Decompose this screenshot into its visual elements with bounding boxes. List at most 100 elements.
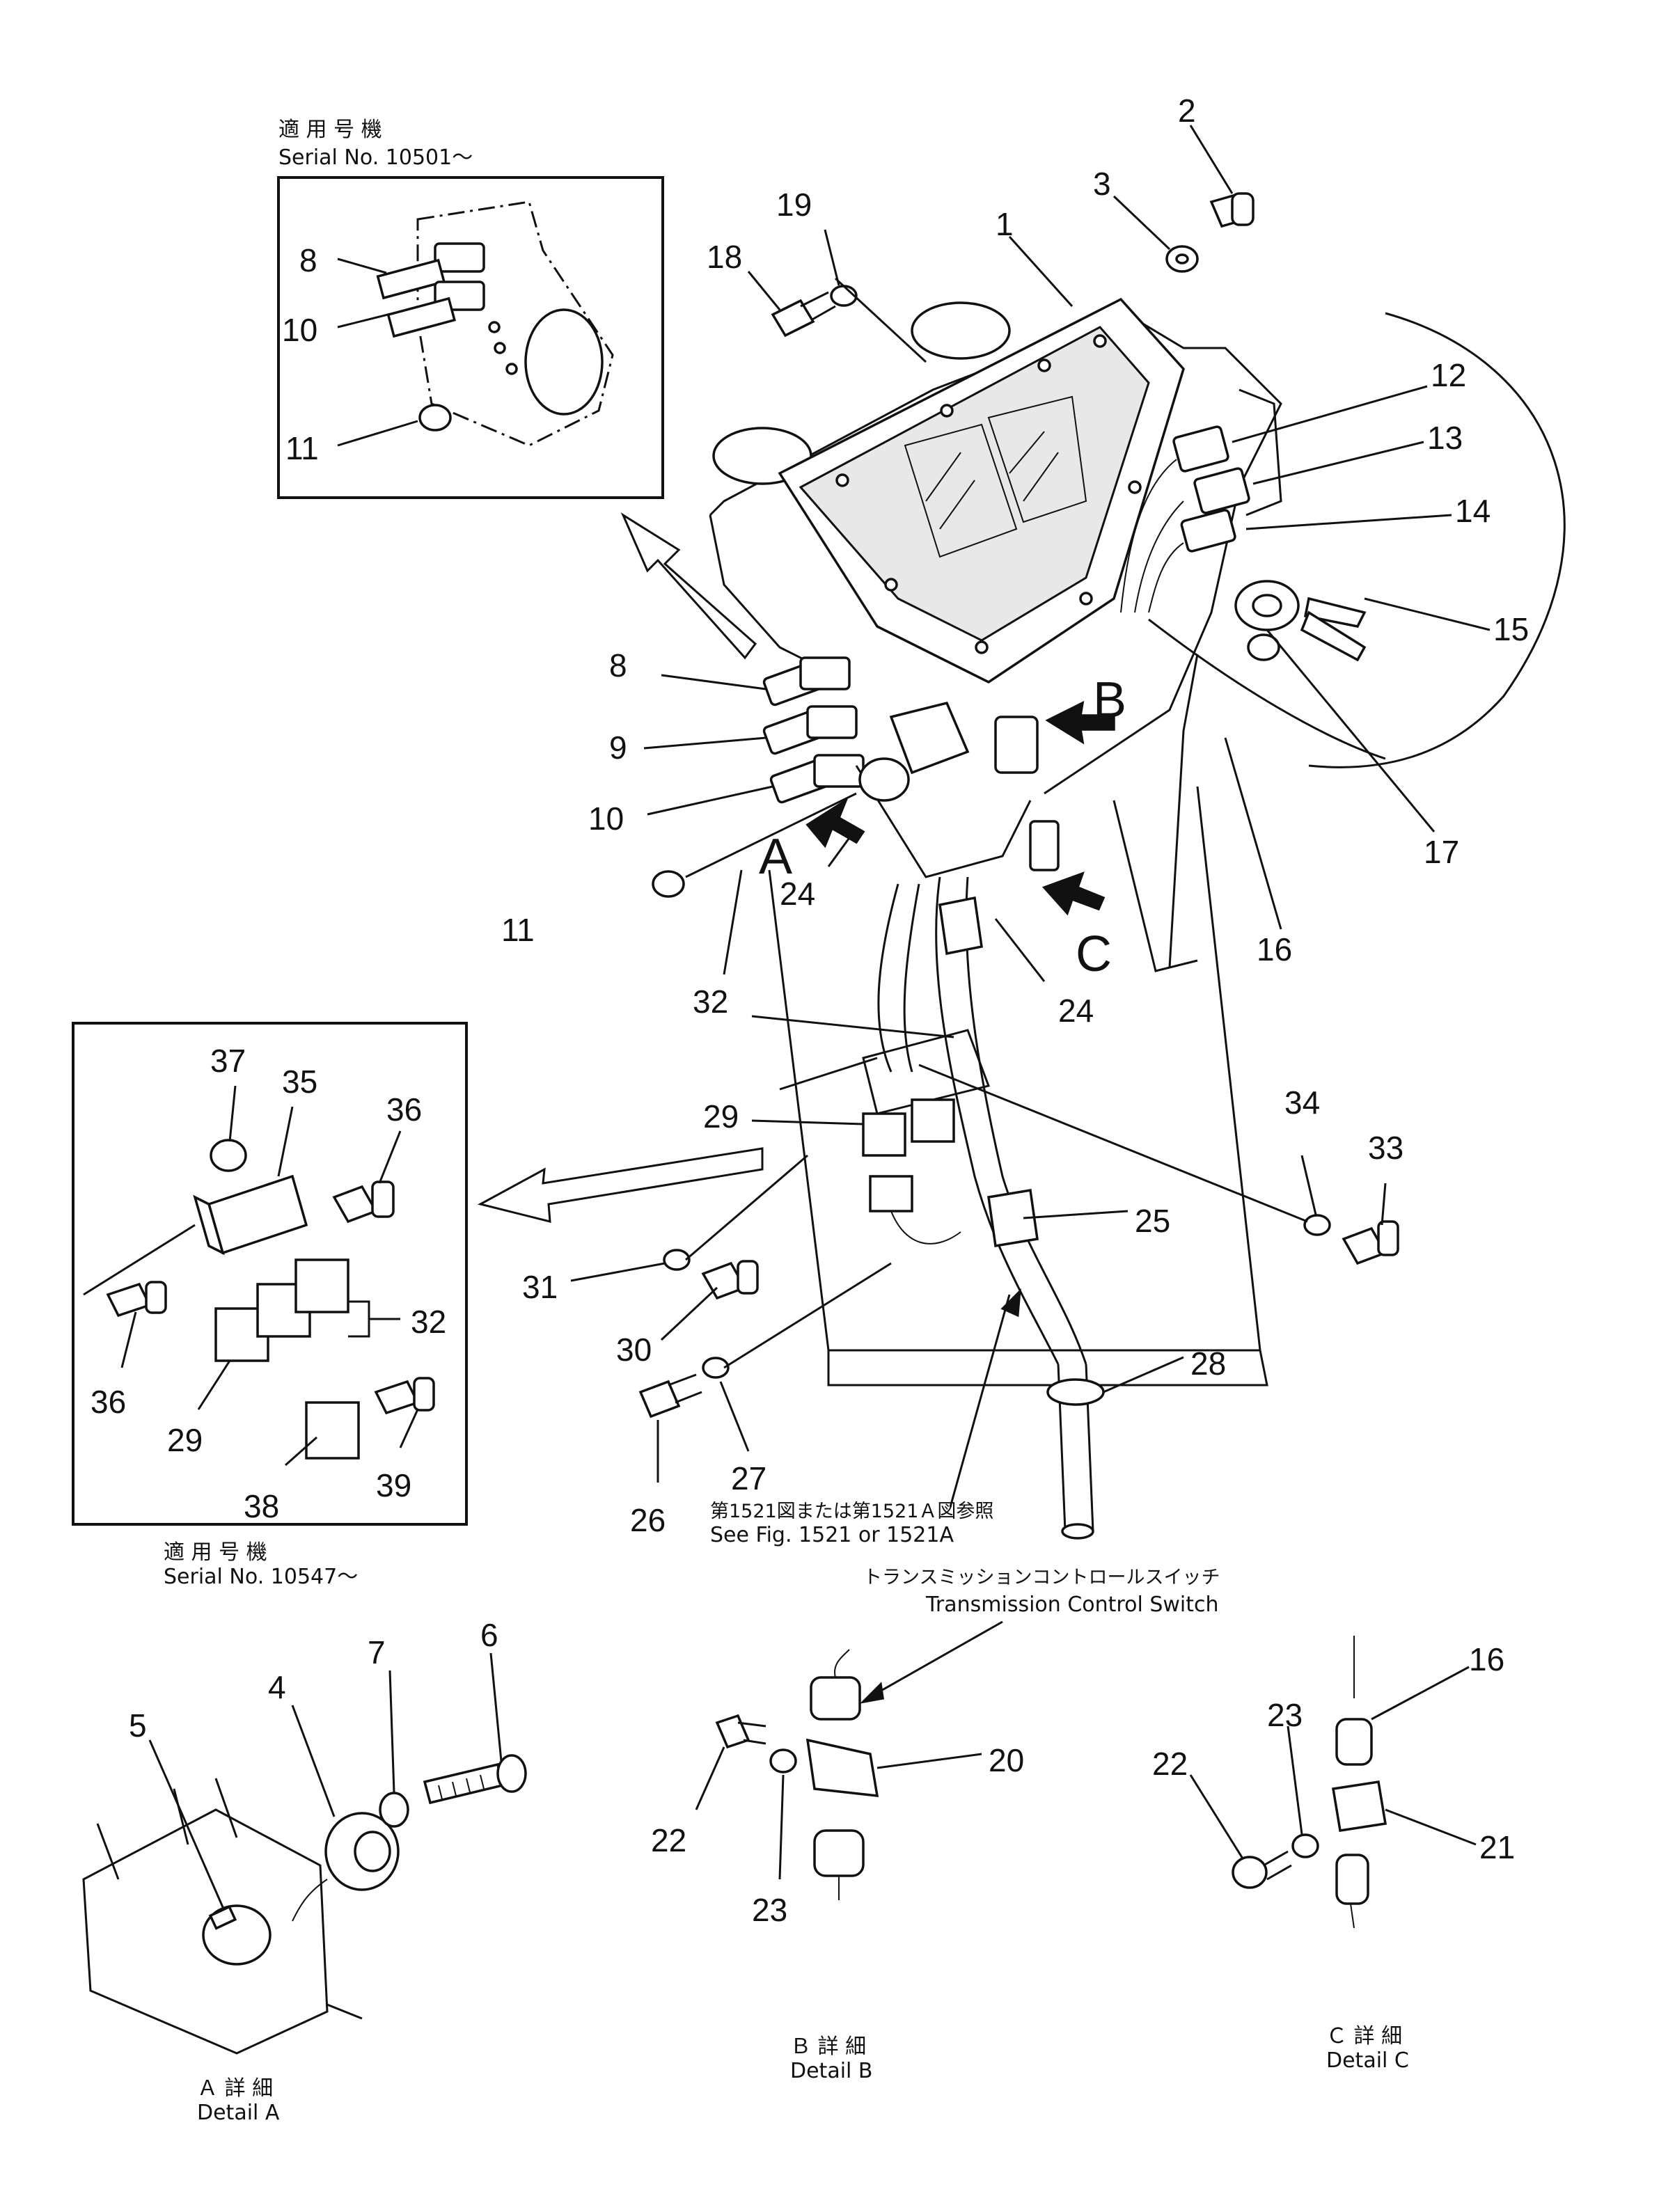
inset-top-frame <box>277 176 664 499</box>
callout-33: 33 <box>1368 1130 1403 1166</box>
callout-24-a: 24 <box>780 876 815 912</box>
callout-34: 34 <box>1284 1084 1320 1121</box>
view-letter-b: B <box>1093 672 1126 728</box>
inset-left-frame <box>72 1022 468 1526</box>
detail-c: 16 23 22 21 <box>1152 1636 1515 1929</box>
view-letter-c: C <box>1076 926 1112 982</box>
washer-31 <box>663 1249 691 1271</box>
callout-13: 13 <box>1427 420 1463 456</box>
washer-27 <box>702 1357 730 1379</box>
bolt-26 <box>638 1380 681 1419</box>
callout-29-main: 29 <box>703 1098 739 1135</box>
detail-b-jp: Ｂ 詳 細 <box>790 2035 866 2059</box>
bolt-39 <box>374 1380 420 1415</box>
callout-38: 38 <box>244 1488 279 1524</box>
inset-top-panel <box>416 200 614 447</box>
callout-26: 26 <box>630 1502 666 1538</box>
callout-11-inset: 11 <box>285 430 319 466</box>
clamp-21 <box>1331 1780 1387 1832</box>
callout-28: 28 <box>1190 1345 1226 1382</box>
bulb-5 <box>208 1905 237 1930</box>
relay-35 <box>207 1174 308 1255</box>
clamp-20 <box>805 1738 879 1797</box>
dash-housing <box>709 305 1282 795</box>
washer-23-c <box>1291 1833 1319 1858</box>
callout-1: 1 <box>996 206 1014 242</box>
switch-12 <box>1172 425 1229 473</box>
screw-22-c <box>1232 1856 1268 1889</box>
callouts-main: 2 3 1 19 18 12 13 14 15 17 16 8 9 10 11 … <box>501 93 1529 1538</box>
inset-top-applicability: 適 用 号 機 <box>278 118 382 142</box>
callout-17: 17 <box>1424 834 1459 870</box>
callout-36-left: 36 <box>91 1384 126 1420</box>
relay-38 <box>305 1401 360 1460</box>
callout-22-b: 22 <box>651 1822 686 1858</box>
washer-19 <box>830 285 858 307</box>
callout-19: 19 <box>776 187 812 223</box>
callout-39: 39 <box>376 1467 411 1503</box>
bolt-18 <box>771 299 815 338</box>
switch-group-8-9-10 <box>762 656 865 804</box>
clamp-28 <box>1046 1378 1105 1406</box>
callout-8-inset: 8 <box>299 242 317 278</box>
inset-top-plug-11 <box>418 404 452 432</box>
instrument-panel-glass <box>799 326 1150 642</box>
bolt-36-left <box>106 1282 152 1318</box>
housing-bore-right <box>911 301 1011 360</box>
bolt-6 <box>423 1762 505 1805</box>
see-fig-en: See Fig. 1521 or 1521A <box>710 1523 954 1547</box>
switch-13 <box>1193 467 1250 514</box>
callout-36-top: 36 <box>386 1091 422 1128</box>
screw-22-b <box>715 1714 750 1749</box>
callout-29-inset: 29 <box>167 1422 203 1458</box>
inset-left-applicability: 適 用 号 機 <box>164 1540 267 1565</box>
inset-top-switch-10 <box>386 281 485 338</box>
detail-a-en: Detail A <box>197 2101 280 2125</box>
callout-10-inset: 10 <box>282 312 317 348</box>
callout-12: 12 <box>1431 357 1466 393</box>
callout-6: 6 <box>480 1617 498 1653</box>
callout-2: 2 <box>1178 93 1196 129</box>
steering-arc <box>1308 312 1566 768</box>
leader-lines-main <box>570 125 1491 1508</box>
inset-serial-10547: 37 35 36 32 36 29 38 39 <box>72 1022 468 1526</box>
callout-5: 5 <box>129 1707 147 1744</box>
callout-4: 4 <box>268 1669 286 1705</box>
transmission-switch-jp: トランスミッションコントロールスイッチ <box>863 1567 1220 1588</box>
detail-c-en: Detail C <box>1326 2048 1409 2073</box>
relay-bracket-main <box>862 1029 990 1115</box>
callout-16: 16 <box>1257 931 1292 967</box>
fasteners-top <box>638 192 1399 1419</box>
callout-22-c: 22 <box>1152 1746 1188 1782</box>
callout-24-b: 24 <box>1058 993 1094 1029</box>
callout-9: 9 <box>609 729 627 766</box>
view-arrow-c <box>1041 871 1106 916</box>
inset-left-serial: Serial No. 10547～ <box>164 1565 358 1589</box>
callout-7: 7 <box>368 1634 386 1670</box>
washer-34 <box>1303 1214 1331 1236</box>
callout-18: 18 <box>707 239 742 275</box>
callout-11: 11 <box>501 912 535 948</box>
inset-top-serial: Serial No. 10501～ <box>278 145 473 170</box>
callout-20: 20 <box>989 1742 1024 1778</box>
connector-b <box>994 716 1039 774</box>
bolt-36-top <box>332 1185 378 1224</box>
callout-23-b: 23 <box>752 1892 787 1928</box>
detail-b: トランスミッションコントロールスイッチ Transmission Control… <box>651 1567 1220 1928</box>
relay-29-main <box>862 1112 906 1157</box>
detail-a-jp: Ａ 詳 細 <box>197 2076 273 2101</box>
callout-16-c: 16 <box>1469 1641 1504 1677</box>
inset-top-switch-8 <box>376 242 485 300</box>
transmission-switch <box>810 1676 861 1721</box>
view-arrow-b <box>1045 700 1115 745</box>
ignition-key <box>1303 597 1367 628</box>
console-column <box>768 786 1261 1352</box>
callout-21: 21 <box>1479 1829 1515 1865</box>
callout-10: 10 <box>588 800 624 837</box>
transmission-switch-en: Transmission Control Switch <box>925 1593 1219 1617</box>
callout-23-c: 23 <box>1267 1697 1303 1733</box>
callout-31: 31 <box>522 1269 558 1305</box>
callout-15: 15 <box>1493 611 1529 647</box>
rocker-switch <box>889 701 970 775</box>
